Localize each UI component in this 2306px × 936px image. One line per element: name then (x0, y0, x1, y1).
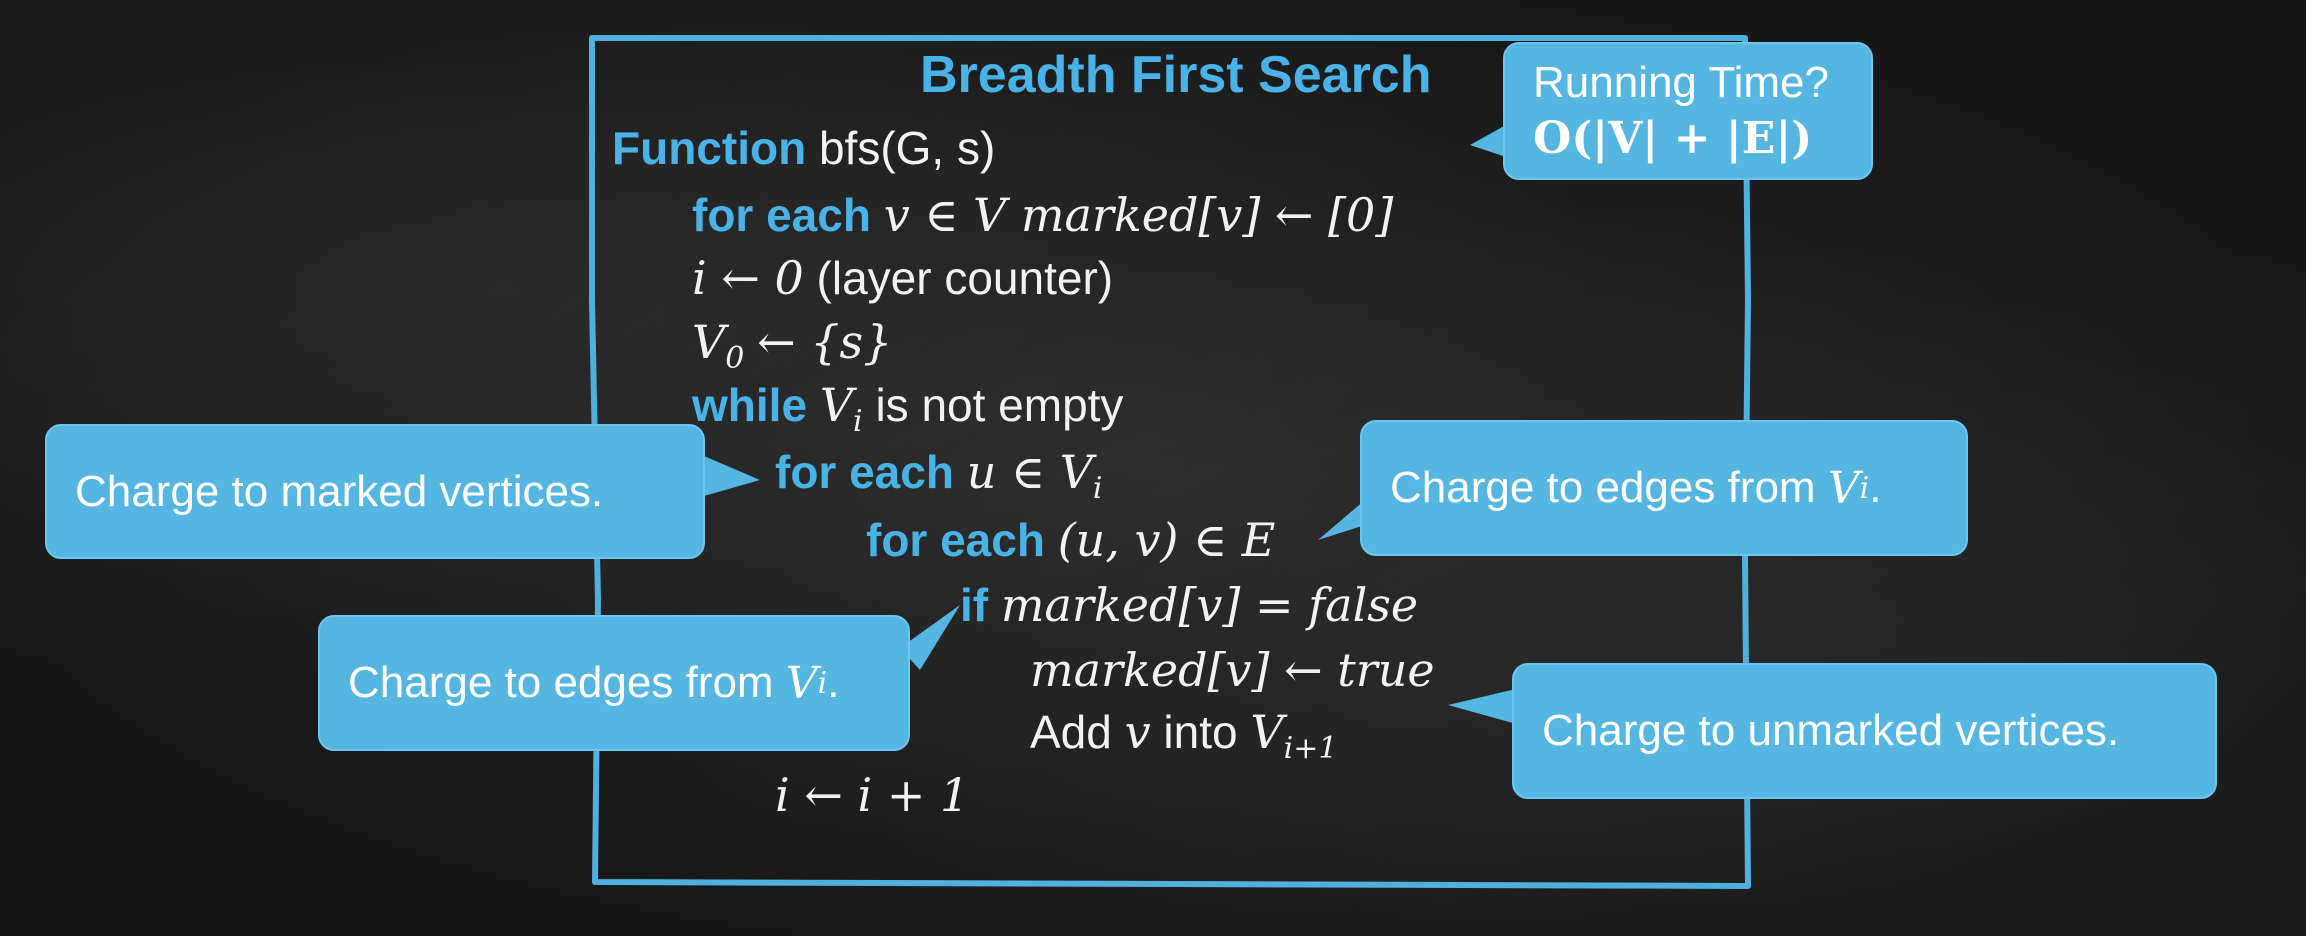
function-keyword: Function (612, 122, 807, 174)
add-sub: i+1 (1283, 731, 1338, 766)
unmarked-vertices-text: Charge to unmarked vertices. (1542, 706, 2120, 755)
while-sub: i (853, 404, 863, 439)
unmarked-vertices-tail (1448, 688, 1520, 725)
foreach-keyword-2: for each (775, 446, 954, 498)
add-text-1: Add (1030, 706, 1112, 758)
while-line: while Vi is not empty (692, 375, 1123, 452)
init-marked-math: v ∈ V marked[v] ← [0] (883, 188, 1394, 242)
layer-counter-text: (layer counter) (816, 252, 1114, 304)
add-text-2: into (1163, 706, 1238, 758)
edges-right-var: V (1827, 462, 1860, 514)
increment-line: i ← i + 1 (775, 765, 969, 825)
running-time-label: Running Time? (1533, 58, 1829, 107)
foreach-vertex-line: for each u ∈ Vi (775, 442, 1102, 519)
while-keyword: while (692, 379, 808, 431)
v0-init-line: V0 ← {s} (692, 312, 892, 389)
if-line: if marked[v] = false (960, 575, 1418, 635)
edges-left-sub: i (817, 665, 828, 701)
add-var: v (1124, 705, 1151, 759)
v0-var: V (692, 315, 726, 369)
edges-left-text: Charge to edges from (348, 658, 774, 707)
unmarked-vertices-callout: Charge to unmarked vertices. (1512, 663, 2217, 799)
assign-line: marked[v] ← true (1030, 640, 1435, 700)
v0-rest: ← {s} (757, 315, 893, 369)
assign-math: marked[v] ← true (1030, 643, 1435, 697)
function-line: Function bfs(G, s) (612, 118, 995, 178)
while-text: is not empty (875, 379, 1124, 431)
running-time-value: O(|V| + |E|) (1533, 113, 1813, 164)
foreach-edge-math: (u, v) ∈ E (1057, 513, 1276, 567)
foreach-edge-line: for each (u, v) ∈ E (866, 510, 1275, 570)
while-var: V (819, 378, 854, 432)
if-keyword: if (960, 579, 989, 631)
edges-right-sub: i (1859, 470, 1870, 506)
marked-vertices-callout: Charge to marked vertices. (45, 424, 705, 559)
if-condition-math: marked[v] = false (1000, 578, 1419, 632)
edges-left-var: V (785, 657, 818, 709)
marked-vertices-text: Charge to marked vertices. (75, 466, 604, 516)
marked-vertices-tail (690, 450, 760, 500)
increment-math: i ← i + 1 (775, 768, 970, 822)
layer-counter-line: i ← 0 (layer counter) (692, 248, 1113, 308)
edges-right-tail (1318, 500, 1365, 540)
v0-sub: 0 (725, 341, 745, 376)
function-signature: bfs(G, s) (818, 122, 996, 174)
add-line: Add v into Vi+1 (1030, 702, 1337, 779)
foreach-vertex-math: u ∈ V (966, 445, 1093, 499)
foreach-keyword-3: for each (866, 514, 1045, 566)
init-marked-line: for each v ∈ V marked[v] ← [0] (692, 185, 1393, 245)
running-time-callout: Running Time? O(|V| + |E|) (1503, 42, 1873, 180)
foreach-keyword: for each (692, 189, 871, 241)
layer-counter-math: i ← 0 (692, 251, 804, 305)
add-set: V (1250, 705, 1284, 759)
edges-right-text: Charge to edges from (1390, 463, 1816, 512)
foreach-vertex-sub: i (1092, 471, 1103, 506)
edges-left-tail (900, 605, 960, 670)
slide-title: Breadth First Search (920, 46, 1432, 104)
